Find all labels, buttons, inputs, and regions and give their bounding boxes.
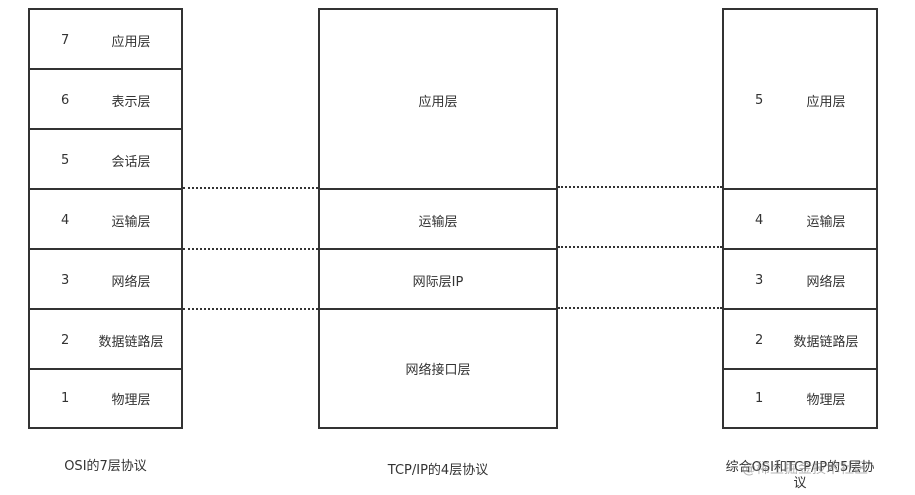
- five-layer-5-number: 5: [755, 92, 764, 108]
- osi-layer-6-name: 表示层: [111, 94, 151, 110]
- osi-caption: OSI的7层协议: [64, 459, 147, 474]
- tcpip-layer-network-interface-name: 网络接口层: [405, 363, 471, 378]
- five-layer-3-number: 3: [755, 272, 764, 288]
- osi-layer-5-name: 会话层: [111, 154, 151, 170]
- tcpip-layer-network-interface: 网络接口层: [320, 308, 556, 427]
- connector-line-top-right: [558, 186, 722, 188]
- tcpip-layer-application-name: 应用层: [418, 94, 458, 110]
- five-layer-3: 3 网络层: [724, 248, 876, 310]
- five-layer-2: 2 数据链路层: [724, 308, 876, 370]
- osi-layer-1: 1 物理层: [30, 368, 181, 427]
- tcpip-stack: 应用层 运输层 网际层IP 网络接口层: [318, 8, 558, 429]
- osi-layer-2: 2 数据链路层: [30, 308, 181, 370]
- five-layer-caption-line2: 议: [793, 476, 807, 491]
- osi-layer-4-name: 运输层: [111, 214, 151, 230]
- osi-layer-3-number: 3: [61, 272, 70, 288]
- five-layer-2-number: 2: [755, 332, 764, 348]
- osi-layer-7: 7 应用层: [30, 10, 181, 70]
- osi-layer-2-number: 2: [61, 332, 70, 348]
- tcpip-layer-internet-name: 网际层IP: [412, 274, 464, 290]
- watermark: @稀土掘金技术社区: [742, 461, 868, 477]
- osi-layer-7-number: 7: [61, 32, 70, 48]
- five-layer-3-name: 网络层: [806, 274, 846, 290]
- five-layer-1: 1 物理层: [724, 368, 876, 427]
- five-layer-1-name: 物理层: [806, 393, 846, 408]
- osi-layer-6: 6 表示层: [30, 68, 181, 130]
- five-layer-2-name: 数据链路层: [793, 334, 859, 350]
- osi-layer-6-number: 6: [61, 92, 70, 108]
- osi-layer-7-name: 应用层: [111, 34, 151, 50]
- five-layer-4-number: 4: [755, 212, 764, 228]
- five-layer-5: 5 应用层: [724, 10, 876, 190]
- connector-line-bottom-right: [558, 307, 722, 309]
- osi-stack: 7 应用层 6 表示层 5 会话层 4 运输层 3 网络层 2 数据链路层 1 …: [28, 8, 183, 429]
- connector-line-middle-right: [558, 246, 722, 248]
- tcpip-layer-internet: 网际层IP: [320, 248, 556, 310]
- five-layer-caption-line1: 综合OSI和TCP/IP的5层协: [725, 460, 875, 475]
- five-layer-4-name: 运输层: [806, 214, 846, 230]
- osi-layer-3: 3 网络层: [30, 248, 181, 310]
- osi-layer-3-name: 网络层: [111, 274, 151, 290]
- osi-layer-4: 4 运输层: [30, 188, 181, 250]
- osi-layer-1-number: 1: [61, 391, 70, 406]
- tcpip-layer-application: 应用层: [320, 10, 556, 190]
- tcpip-caption: TCP/IP的4层协议: [387, 463, 489, 478]
- osi-layer-1-name: 物理层: [111, 393, 151, 408]
- tcpip-layer-transport: 运输层: [320, 188, 556, 250]
- connector-line-top-left: [183, 187, 318, 189]
- five-layer-stack: 5 应用层 4 运输层 3 网络层 2 数据链路层 1 物理层: [722, 8, 878, 429]
- five-layer-4: 4 运输层: [724, 188, 876, 250]
- osi-layer-4-number: 4: [61, 212, 70, 228]
- five-layer-5-name: 应用层: [806, 94, 846, 110]
- connector-line-bottom-left: [183, 308, 318, 310]
- tcpip-layer-transport-name: 运输层: [418, 214, 458, 230]
- osi-layer-2-name: 数据链路层: [98, 334, 164, 350]
- connector-line-middle-left: [183, 248, 318, 250]
- osi-layer-5-number: 5: [61, 152, 70, 168]
- osi-layer-5: 5 会话层: [30, 128, 181, 190]
- five-layer-1-number: 1: [755, 391, 764, 406]
